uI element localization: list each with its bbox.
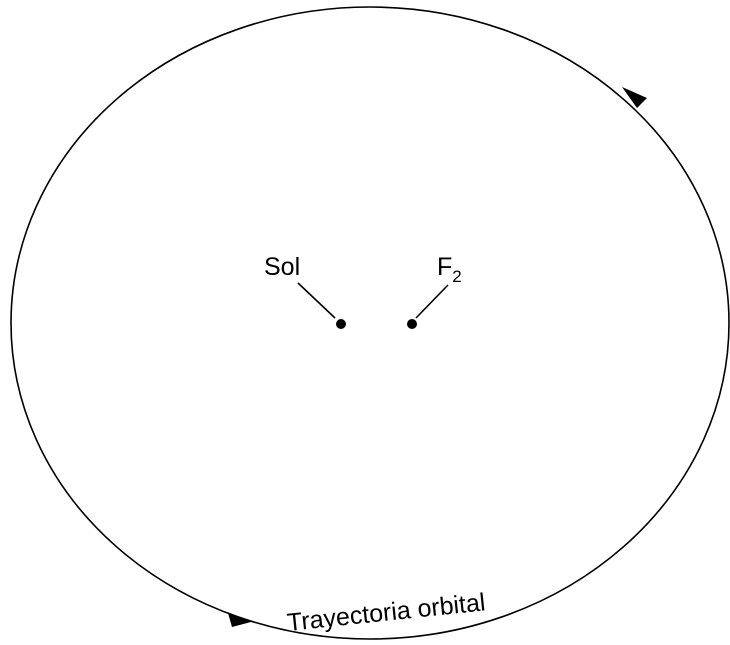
focus-f2-dot-icon	[407, 319, 417, 329]
focus-f2-leader-line	[415, 284, 449, 319]
sun-dot-icon	[336, 319, 346, 329]
orbit-path	[10, 6, 730, 640]
focus-f2-main: F	[437, 253, 452, 281]
focus-f2-label: F2	[437, 253, 462, 286]
sun-leader-line	[297, 282, 336, 319]
arrowhead-icon-bottom	[228, 613, 251, 627]
focus-f2-subscript: 2	[452, 267, 461, 286]
sun-label: Sol	[264, 253, 300, 281]
arrowhead-icon-top-right	[622, 87, 647, 108]
